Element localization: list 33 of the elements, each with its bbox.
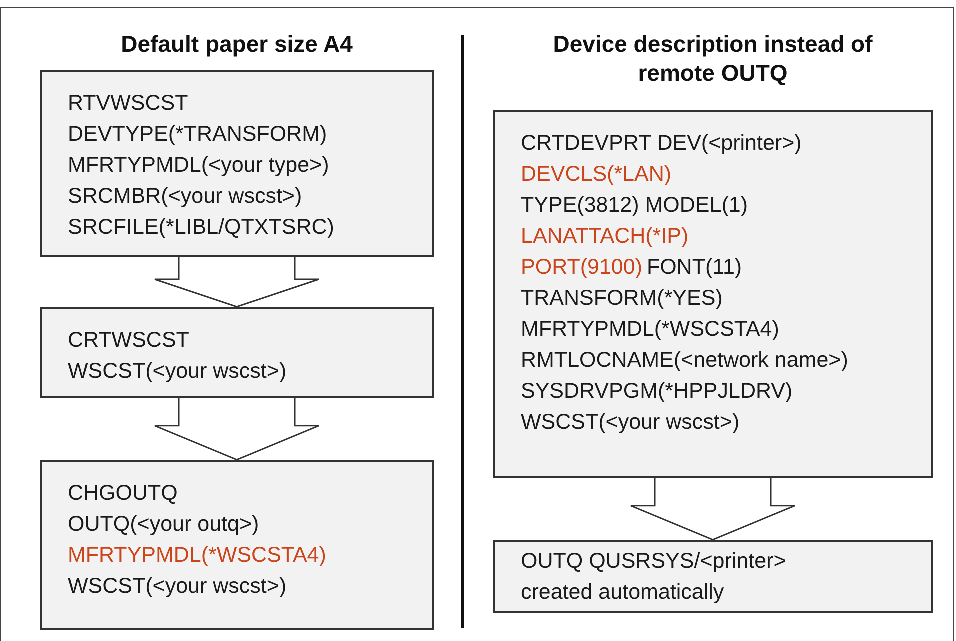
command-text: MFRTYPMDL(*WSCSTA4) <box>521 316 780 343</box>
command-text: DEVTYPE(*TRANSFORM) <box>68 121 328 148</box>
command-text: OUTQ QUSRSYS/<printer> created automatically <box>521 548 788 606</box>
command-text: CHGOUTQ <box>68 480 178 507</box>
command-text: SRCMBR(<your wscst>) <box>68 183 302 210</box>
command-text: WSCST(<your wscst>) <box>68 573 287 600</box>
command-text: MFRTYPMDL(*WSCSTA4) <box>68 542 326 569</box>
arrow <box>154 397 320 461</box>
command-text: DEVCLS(*LAN) <box>521 161 672 188</box>
command-text: MFRTYPMDL(<your type>) <box>68 152 330 179</box>
command-text: CRTDEVPRT DEV(<printer>) <box>521 130 802 157</box>
command-text: SRCFILE(*LIBL/QTXTSRC) <box>68 214 334 241</box>
command-text: TYPE(3812) MODEL(1) <box>521 192 748 219</box>
command-text: FONT(11) <box>646 254 742 281</box>
command-text: RTVWSCST <box>68 90 188 117</box>
command-box <box>40 307 434 398</box>
arrow <box>154 256 320 308</box>
command-text: CRTWSCST <box>68 327 190 354</box>
command-box <box>493 540 933 613</box>
command-text: RMTLOCNAME(<network name>) <box>521 347 848 374</box>
command-box <box>40 460 434 630</box>
command-text: SYSDRVPGM(*HPPJLDRV) <box>521 378 793 405</box>
command-text: WSCST(<your wscst>) <box>68 358 287 385</box>
column-heading: Device description instead of remote OUTQ <box>552 30 874 88</box>
command-text: TRANSFORM(*YES) <box>521 285 723 312</box>
column-heading: Default paper size A4 <box>120 30 354 59</box>
command-text: LANATTACH(*IP) <box>521 223 689 250</box>
command-text: OUTQ(<your outq>) <box>68 511 260 538</box>
command-box <box>40 70 434 257</box>
arrow <box>630 477 796 541</box>
command-text: WSCST(<your wscst>) <box>521 409 740 436</box>
command-text: PORT(9100) <box>521 254 642 281</box>
command-box <box>493 110 933 478</box>
